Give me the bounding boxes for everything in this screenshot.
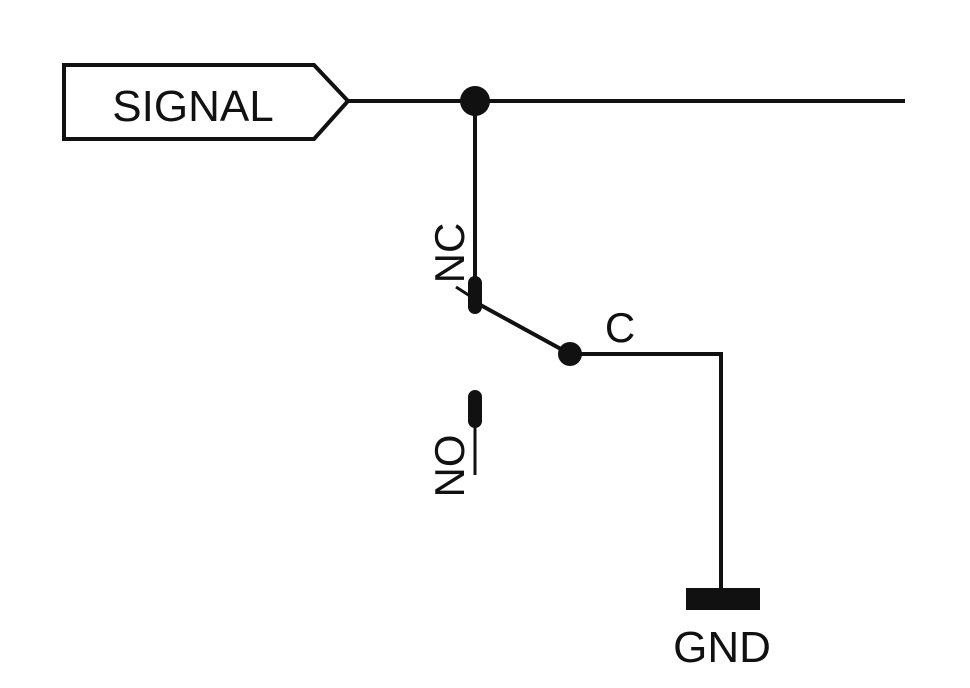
no-label: NO	[426, 435, 473, 498]
common-label: C	[605, 304, 635, 351]
signal-port-label: SIGNAL	[112, 82, 273, 131]
nc-contact-tick	[455, 285, 471, 298]
no-contact	[468, 390, 482, 428]
nc-label: NC	[426, 223, 473, 284]
ground-bar-icon	[686, 588, 760, 610]
ground-label: GND	[673, 623, 771, 672]
common-to-ground-wire	[570, 352, 723, 592]
switch-arm	[474, 300, 571, 356]
signal-port-shape	[62, 63, 351, 141]
